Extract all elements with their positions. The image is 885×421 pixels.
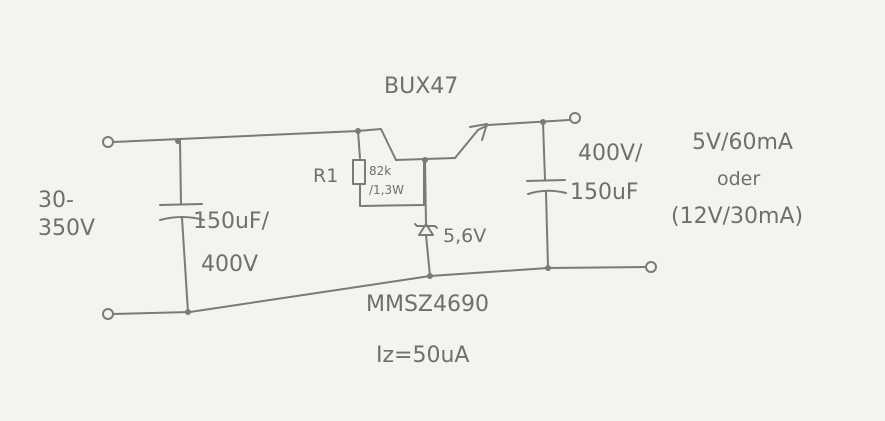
junction-zener-bottom <box>427 273 433 279</box>
output-option3-label: (12V/30mA) <box>671 204 804 229</box>
junction-output-top <box>540 119 546 125</box>
transistor-collector <box>357 128 397 161</box>
output-cap-plate-bottom <box>527 189 567 195</box>
output-option2-label: oder <box>717 168 761 190</box>
input-terminal-bottom <box>102 308 114 320</box>
input-cap-lead-top <box>179 140 182 205</box>
output-terminal-bottom <box>645 261 657 273</box>
junction-input-top <box>175 138 181 144</box>
output-cap-lead-top <box>542 121 546 181</box>
input-terminal-top <box>102 136 114 148</box>
output-cap-lead-bottom <box>545 191 549 269</box>
wire-to-resistor <box>357 130 361 159</box>
input-cap-voltage-label: 400V <box>201 252 259 277</box>
input-cap-plate-top <box>159 203 203 206</box>
input-voltage-line1: 30- <box>38 188 74 213</box>
junction-output-bottom <box>545 265 551 271</box>
transistor-emitter-arrow <box>469 123 488 141</box>
zener-diode-bar <box>414 223 438 229</box>
wire-output-top <box>487 119 570 126</box>
output-cap-voltage-label: 400V/ <box>578 141 643 166</box>
zener-part-label: MMSZ4690 <box>366 292 489 317</box>
input-voltage-label: 30- 350V <box>38 190 95 240</box>
output-cap-plate-top <box>526 179 566 182</box>
resistor-name-label: R1 <box>313 165 339 187</box>
resistor-power-label: /1,3W <box>369 183 404 197</box>
junction-resistor-top <box>355 128 361 134</box>
input-cap-lead-bottom <box>181 217 189 313</box>
output-terminal-top <box>569 112 581 124</box>
wire-input-top <box>112 130 359 143</box>
wire-resistor-bottom <box>359 159 425 207</box>
zener-voltage-label: 5,6V <box>443 225 487 247</box>
zener-lead-top <box>424 159 427 225</box>
junction-input-bottom <box>185 309 191 315</box>
input-cap-value-label: 150uF/ <box>193 209 270 234</box>
zener-current-label: Iz=50uA <box>376 343 470 368</box>
input-voltage-line2: 350V <box>38 216 96 241</box>
output-cap-value-label: 150uF <box>570 180 639 205</box>
resistor-value-label: 82k <box>369 164 392 178</box>
output-option1-label: 5V/60mA <box>692 130 793 155</box>
junction-zener-top <box>422 157 428 163</box>
transistor-label: BUX47 <box>384 74 459 99</box>
resistor-r1 <box>352 159 366 185</box>
transistor-emitter <box>454 124 489 159</box>
zener-lead-bottom <box>425 234 431 277</box>
